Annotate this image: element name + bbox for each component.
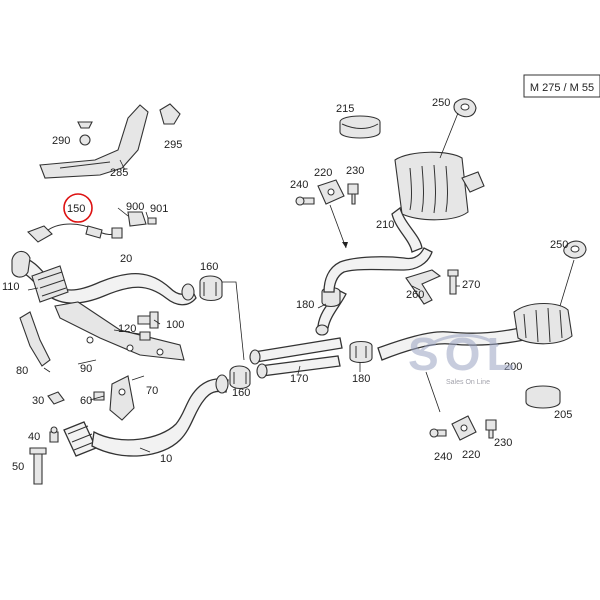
bracket-80-90 [19, 301, 185, 367]
label-120: 120 [118, 323, 136, 335]
label-110: 110 [2, 281, 20, 293]
label-160-lower: 160 [232, 387, 250, 399]
label-160-upper: 160 [200, 261, 218, 273]
label-180-lower: 180 [352, 373, 370, 385]
label-60: 60 [80, 395, 92, 407]
label-50: 50 [12, 461, 24, 473]
label-70: 70 [146, 385, 158, 397]
bracket-60-70 [93, 375, 135, 421]
rubber-mount-220-bottom [425, 371, 497, 441]
clamp-160-lower [229, 365, 251, 390]
label-240-bottom: 240 [434, 451, 452, 463]
label-90: 90 [80, 363, 92, 375]
bolt-100 [137, 311, 159, 329]
clamp-30 [47, 391, 65, 405]
label-200: 200 [504, 361, 522, 373]
oxygen-sensor-150 [27, 223, 123, 243]
label-901: 901 [150, 203, 168, 215]
label-40: 40 [28, 431, 40, 443]
clamp-160-upper [199, 275, 223, 302]
sol-watermark: SOL Sales On Line [408, 328, 515, 386]
label-250-right: 250 [550, 239, 568, 251]
label-20: 20 [120, 253, 132, 265]
model-label: M 275 / M 55 [530, 82, 594, 94]
label-205: 205 [554, 409, 572, 421]
label-150: 150 [67, 203, 85, 215]
front-pipe-10 [63, 374, 229, 457]
connector-900-901 [127, 211, 157, 227]
label-100: 100 [166, 319, 184, 331]
rubber-mount-220-top [295, 179, 359, 249]
label-290: 290 [52, 135, 70, 147]
clamp-180-lower [349, 340, 373, 364]
front-pipe-20 [11, 250, 197, 306]
label-170: 170 [290, 373, 308, 385]
label-80: 80 [16, 365, 28, 377]
bracket-285 [39, 103, 181, 179]
rear-muffler-left-210 [391, 151, 485, 253]
label-900: 900 [126, 201, 144, 213]
hanger-250-top [439, 98, 477, 159]
bolt-270 [447, 269, 459, 295]
bolt-50 [29, 447, 47, 485]
label-240-top: 240 [290, 179, 308, 191]
label-285: 285 [110, 167, 128, 179]
label-215: 215 [336, 103, 354, 115]
bolt-120 [139, 331, 151, 341]
clamp-215 [339, 115, 381, 139]
label-260: 260 [406, 289, 424, 301]
label-220-bottom: 220 [462, 449, 480, 461]
rear-pipe-210 [323, 247, 433, 293]
label-230-bottom: 230 [494, 437, 512, 449]
label-180-upper: 180 [296, 299, 314, 311]
label-30: 30 [32, 395, 44, 407]
label-210: 210 [376, 219, 394, 231]
label-220-top: 220 [314, 167, 332, 179]
label-270: 270 [462, 279, 480, 291]
model-label-box: M 275 / M 55 [523, 74, 600, 98]
clamp-205 [525, 385, 561, 409]
watermark-tagline: Sales On Line [446, 379, 490, 386]
label-250-top: 250 [432, 97, 450, 109]
label-230-top: 230 [346, 165, 364, 177]
rear-pipe-200 [377, 302, 573, 361]
label-10: 10 [160, 453, 172, 465]
label-295: 295 [164, 139, 182, 151]
highlight-circle-150 [63, 193, 93, 223]
stud-40 [49, 426, 59, 443]
part-labels: 10 20 30 40 50 60 70 80 90 100 110 120 1… [2, 97, 572, 473]
bracket-260 [405, 269, 442, 305]
hanger-250-right [559, 240, 587, 307]
